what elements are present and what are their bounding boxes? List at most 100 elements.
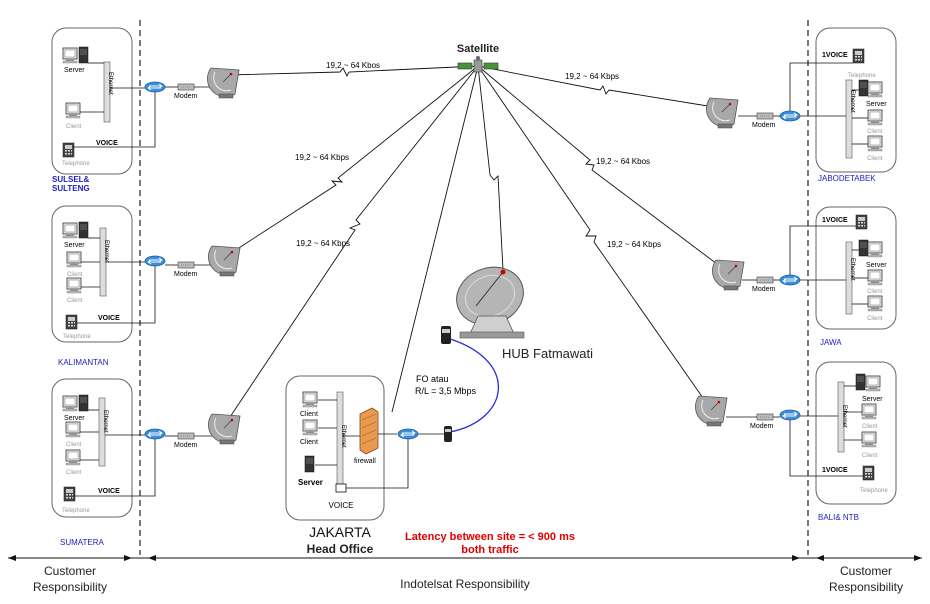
ethernet-bar: [103, 61, 111, 123]
client-icon: [65, 449, 81, 466]
router-icon: [779, 409, 801, 421]
link-label-sulsel: 19,2 ~ 64 Kbos: [326, 61, 380, 70]
client-label: Client: [300, 439, 318, 446]
satellite-dish-icon: [206, 67, 240, 99]
voice-label: 1VOICE: [822, 52, 848, 59]
ethernet-label: Ethernet: [849, 90, 855, 113]
responsibility-right-line2: Responsibility: [829, 580, 903, 594]
client-icon: [65, 421, 81, 438]
router-icon: [144, 255, 166, 267]
site-jawa: 1VOICE Ethernet Server Client Client Mod…: [711, 206, 897, 330]
client-label: Client: [66, 470, 82, 476]
client-label: Client: [66, 124, 82, 130]
satellite-dish-icon: [705, 97, 739, 129]
server-label: Server: [866, 262, 887, 269]
site-box: [51, 205, 133, 343]
voice-label: 1VOICE: [822, 217, 848, 224]
latency-note-line2: both traffic: [461, 544, 518, 556]
satellite-dish-icon: [711, 259, 745, 291]
telephone-label: Telephone: [848, 73, 876, 79]
client-icon: [66, 277, 82, 294]
modem-icon: [756, 276, 774, 284]
modem-label: Modem: [752, 122, 776, 129]
jakarta-subtitle: Head Office: [307, 542, 374, 556]
site-box: [815, 27, 897, 173]
server-label: Server: [866, 101, 887, 108]
hub-label: HUB Fatmawati: [502, 346, 593, 361]
voice-label: VOICE: [329, 501, 354, 510]
server-label: Server: [862, 396, 883, 403]
firewall-label: firewall: [354, 458, 376, 465]
region-label-sulsel-line1: SULSEL&: [52, 175, 90, 184]
site-box: [51, 27, 133, 175]
client-icon: [867, 135, 883, 152]
voice-label: VOICE: [98, 488, 120, 495]
server-label: Server: [64, 415, 85, 422]
client-icon: [867, 295, 883, 312]
server-label: Server: [64, 67, 85, 74]
client-icon: [861, 403, 877, 420]
client-label: Client: [67, 298, 83, 304]
site-kalimantan: Server Client Client Telephone Ethernet …: [51, 205, 241, 343]
link-label-sumatera: 19,2 ~ 64 Kbps: [296, 239, 350, 248]
voice-label: 1VOICE: [822, 467, 848, 474]
telephone-icon: [63, 486, 76, 502]
link-label-jawa: 19,2 ~ 64 Kbos: [596, 157, 650, 166]
modem-icon: [177, 432, 195, 440]
firewall-icon: [359, 407, 379, 455]
site-box: [815, 206, 897, 330]
fo-terminal-icon: [444, 426, 452, 442]
client-label: Client: [867, 289, 883, 295]
client-label: Client: [867, 316, 883, 322]
telephone-icon: [62, 142, 75, 158]
region-label-sumatera: SUMATERA: [60, 538, 105, 547]
server-icon: [858, 79, 883, 98]
site-bali: Ethernet Server Client Client 1VOICE Tel…: [694, 361, 897, 505]
site-box: [51, 378, 133, 518]
router-icon: [144, 81, 166, 93]
satellite-links: [227, 65, 726, 421]
region-label-kalimantan: KALIMANTAN: [58, 358, 109, 367]
server-icon: [62, 221, 89, 239]
client-icon: [65, 102, 81, 119]
fo-label-line1: FO atau: [416, 374, 449, 384]
satellite-dish-icon: [207, 413, 241, 445]
site-box: [285, 375, 385, 521]
router-icon: [397, 428, 419, 440]
client-icon: [302, 419, 318, 436]
responsibility-axis: [8, 555, 922, 561]
ethernet-label: Ethernet: [102, 410, 108, 433]
region-label-sulsel-line2: SULTENG: [52, 184, 90, 193]
link-label-jabodetabek: 19,2 ~ 64 Kbps: [565, 72, 619, 81]
link-label-bali: 19,2 ~ 64 Kbps: [607, 240, 661, 249]
site-jabodetabek: 1VOICE Telephone Ethernet Server Client …: [705, 27, 897, 173]
ethernet-label: Ethernet: [103, 240, 109, 263]
client-label: Client: [66, 442, 82, 448]
server-label: Server: [64, 242, 85, 249]
hub-antenna-icon: [441, 266, 525, 344]
client-label: Client: [862, 453, 878, 459]
client-icon: [861, 431, 877, 448]
responsibility-right-line1: Customer: [840, 564, 892, 578]
ethernet-bar: [837, 381, 845, 453]
server-icon: [304, 455, 315, 473]
modem-icon: [177, 83, 195, 91]
telephone-icon: [855, 214, 868, 230]
server-label: Server: [298, 478, 323, 487]
telephone-icon: [852, 48, 865, 64]
router-icon: [779, 110, 801, 122]
site-sumatera: Server Client Client Telephone Ethernet …: [51, 378, 241, 518]
client-label: Client: [867, 156, 883, 162]
telephone-icon: [65, 314, 78, 330]
telephone-label: Telephone: [62, 161, 90, 167]
server-icon: [62, 394, 89, 412]
modem-label: Modem: [750, 423, 774, 430]
router-icon: [779, 274, 801, 286]
client-label: Client: [67, 272, 83, 278]
satellite-dish-icon: [207, 245, 241, 277]
client-label: Client: [867, 129, 883, 135]
modem-label: Modem: [174, 271, 198, 278]
client-icon: [867, 269, 883, 286]
